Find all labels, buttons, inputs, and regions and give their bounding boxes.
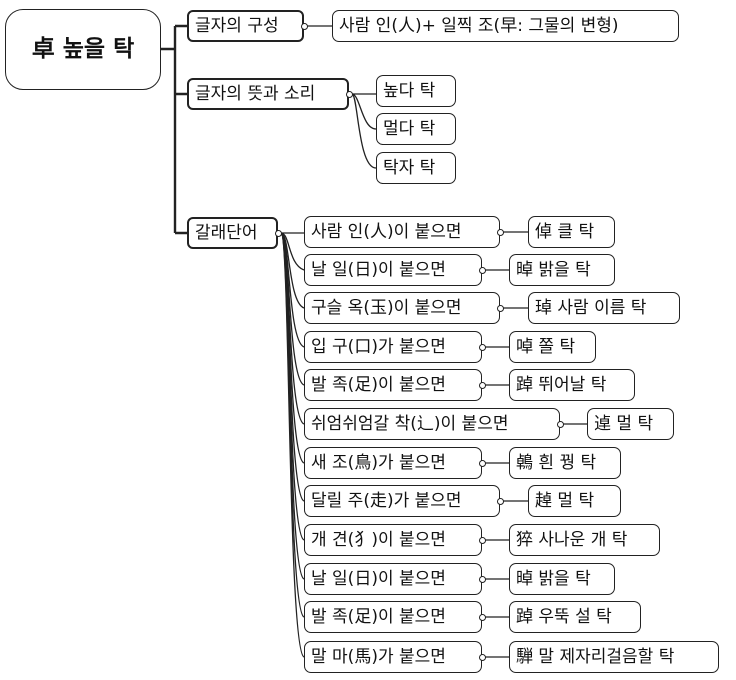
word-node[interactable]: 琸 사람 이름 탁 [528,292,680,324]
connector-dot [479,382,486,389]
root-node[interactable]: 卓 높을 탁 [5,9,161,90]
word-node[interactable]: 啅 쫄 탁 [509,331,596,363]
meaning-text-2: 멀다 탁 [383,118,436,139]
connector-dot [479,267,486,274]
connector-dot [301,23,308,30]
connector-dot [275,230,282,237]
radical-node[interactable]: 개 견(犭)이 붙으면 [304,524,482,556]
composition-leaf[interactable]: 사람 인(人)+ 일찍 조(早: 그물의 변형) [332,10,679,42]
radical-text: 달릴 주(走)가 붙으면 [311,490,462,511]
radical-node[interactable]: 발 족(足)이 붙으면 [304,601,482,633]
radical-text: 입 구(口)가 붙으면 [311,336,446,357]
connector-dot [479,576,486,583]
radical-text: 구슬 옥(玉)이 붙으면 [311,297,462,318]
trunk-connector [161,24,187,235]
word-node[interactable]: 趠 멀 탁 [528,485,621,517]
meaning-leaf-1[interactable]: 높다 탁 [376,75,456,107]
word-node[interactable]: 踔 뛰어날 탁 [509,369,635,401]
branch-meaning-label: 글자의 뜻과 소리 [195,83,316,104]
radical-node[interactable]: 발 족(足)이 붙으면 [304,369,482,401]
branch-derived[interactable]: 갈래단어 [187,217,278,249]
word-node[interactable]: 倬 클 탁 [528,216,615,248]
word-text: 晫 밝을 탁 [516,568,591,589]
word-node[interactable]: 猝 사나운 개 탁 [509,524,660,556]
branch-derived-label: 갈래단어 [195,222,258,243]
branch-composition[interactable]: 글자의 구성 [187,10,304,42]
radical-node[interactable]: 날 일(日)이 붙으면 [304,254,482,286]
radical-text: 개 견(犭)이 붙으면 [311,529,446,550]
radical-node[interactable]: 입 구(口)가 붙으면 [304,331,482,363]
connector-dot [497,498,504,505]
radical-text: 사람 인(人)이 붙으면 [311,221,462,242]
root-title: 卓 높을 탁 [31,36,135,62]
radical-node[interactable]: 새 조(鳥)가 붙으면 [304,447,482,479]
radical-node[interactable]: 날 일(日)이 붙으면 [304,563,482,595]
word-text: 猝 사나운 개 탁 [516,529,628,550]
radical-text: 날 일(日)이 붙으면 [311,568,446,589]
radical-text: 말 마(馬)가 붙으면 [311,646,446,667]
word-text: 騨 말 제자리걸음할 탁 [516,646,675,667]
connector-dot [557,421,564,428]
meaning-text-3: 탁자 탁 [383,157,436,178]
radical-text: 발 족(足)이 붙으면 [311,374,446,395]
word-node[interactable]: 鵫 흰 꿩 탁 [509,447,621,479]
word-text: 啅 쫄 탁 [516,336,576,357]
word-node[interactable]: 晫 밝을 탁 [509,254,615,286]
connector-dot [497,229,504,236]
connector-dot [479,614,486,621]
word-text: 晫 밝을 탁 [516,259,591,280]
meaning-connector [351,93,377,169]
word-text: 鵫 흰 꿩 탁 [516,452,597,473]
branch-meaning[interactable]: 글자의 뜻과 소리 [187,78,349,110]
derived-connector [280,232,305,658]
word-text: 踔 우뚝 설 탁 [516,606,612,627]
radical-text: 날 일(日)이 붙으면 [311,259,446,280]
connector-dot [479,344,486,351]
connector-dot [497,305,504,312]
branch-composition-label: 글자의 구성 [195,15,279,36]
radical-text: 새 조(鳥)가 붙으면 [311,452,446,473]
meaning-text-1: 높다 탁 [383,80,436,101]
word-node[interactable]: 騨 말 제자리걸음할 탁 [509,641,719,673]
composition-text: 사람 인(人)+ 일찍 조(早: 그물의 변형) [339,15,619,36]
word-node[interactable]: 踔 우뚝 설 탁 [509,601,641,633]
connector-dot [479,537,486,544]
meaning-leaf-2[interactable]: 멀다 탁 [376,113,456,145]
connector-dot [346,91,353,98]
radical-text: 발 족(足)이 붙으면 [311,606,446,627]
radical-node[interactable]: 달릴 주(走)가 붙으면 [304,485,500,517]
radical-node[interactable]: 쉬엄쉬엄갈 착(辶)이 붙으면 [304,408,560,440]
radical-text: 쉬엄쉬엄갈 착(辶)이 붙으면 [311,413,509,434]
connector-dot [479,654,486,661]
word-node[interactable]: 逴 멀 탁 [587,408,674,440]
word-node[interactable]: 晫 밝을 탁 [509,563,615,595]
word-text: 倬 클 탁 [535,221,595,242]
radical-node[interactable]: 구슬 옥(玉)이 붙으면 [304,292,500,324]
meaning-leaf-3[interactable]: 탁자 탁 [376,152,456,184]
word-text: 琸 사람 이름 탁 [535,297,647,318]
radical-node[interactable]: 말 마(馬)가 붙으면 [304,641,482,673]
connector-dot [479,460,486,467]
word-text: 踔 뛰어날 탁 [516,374,607,395]
word-text: 趠 멀 탁 [535,490,595,511]
radical-node[interactable]: 사람 인(人)이 붙으면 [304,216,500,248]
word-text: 逴 멀 탁 [594,413,654,434]
